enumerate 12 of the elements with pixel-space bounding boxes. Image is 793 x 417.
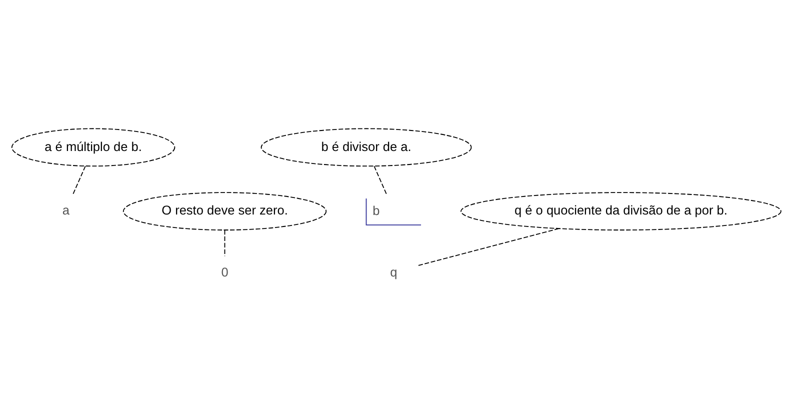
node-ellipse: q é o quociente da divisão de a por b. — [460, 192, 782, 230]
node-ellipse: O resto deve ser zero. — [122, 192, 327, 230]
node-text: q — [390, 264, 398, 279]
node-text: a — [62, 202, 70, 218]
connector — [374, 165, 388, 194]
node-ellipse: a é múltiplo de b. — [11, 128, 176, 166]
node-ellipse: b é divisor de a. — [260, 128, 472, 166]
connector — [418, 228, 560, 266]
node-text: b — [372, 202, 380, 218]
connector — [224, 229, 226, 256]
connector — [72, 165, 86, 195]
node-text: 0 — [221, 264, 228, 279]
